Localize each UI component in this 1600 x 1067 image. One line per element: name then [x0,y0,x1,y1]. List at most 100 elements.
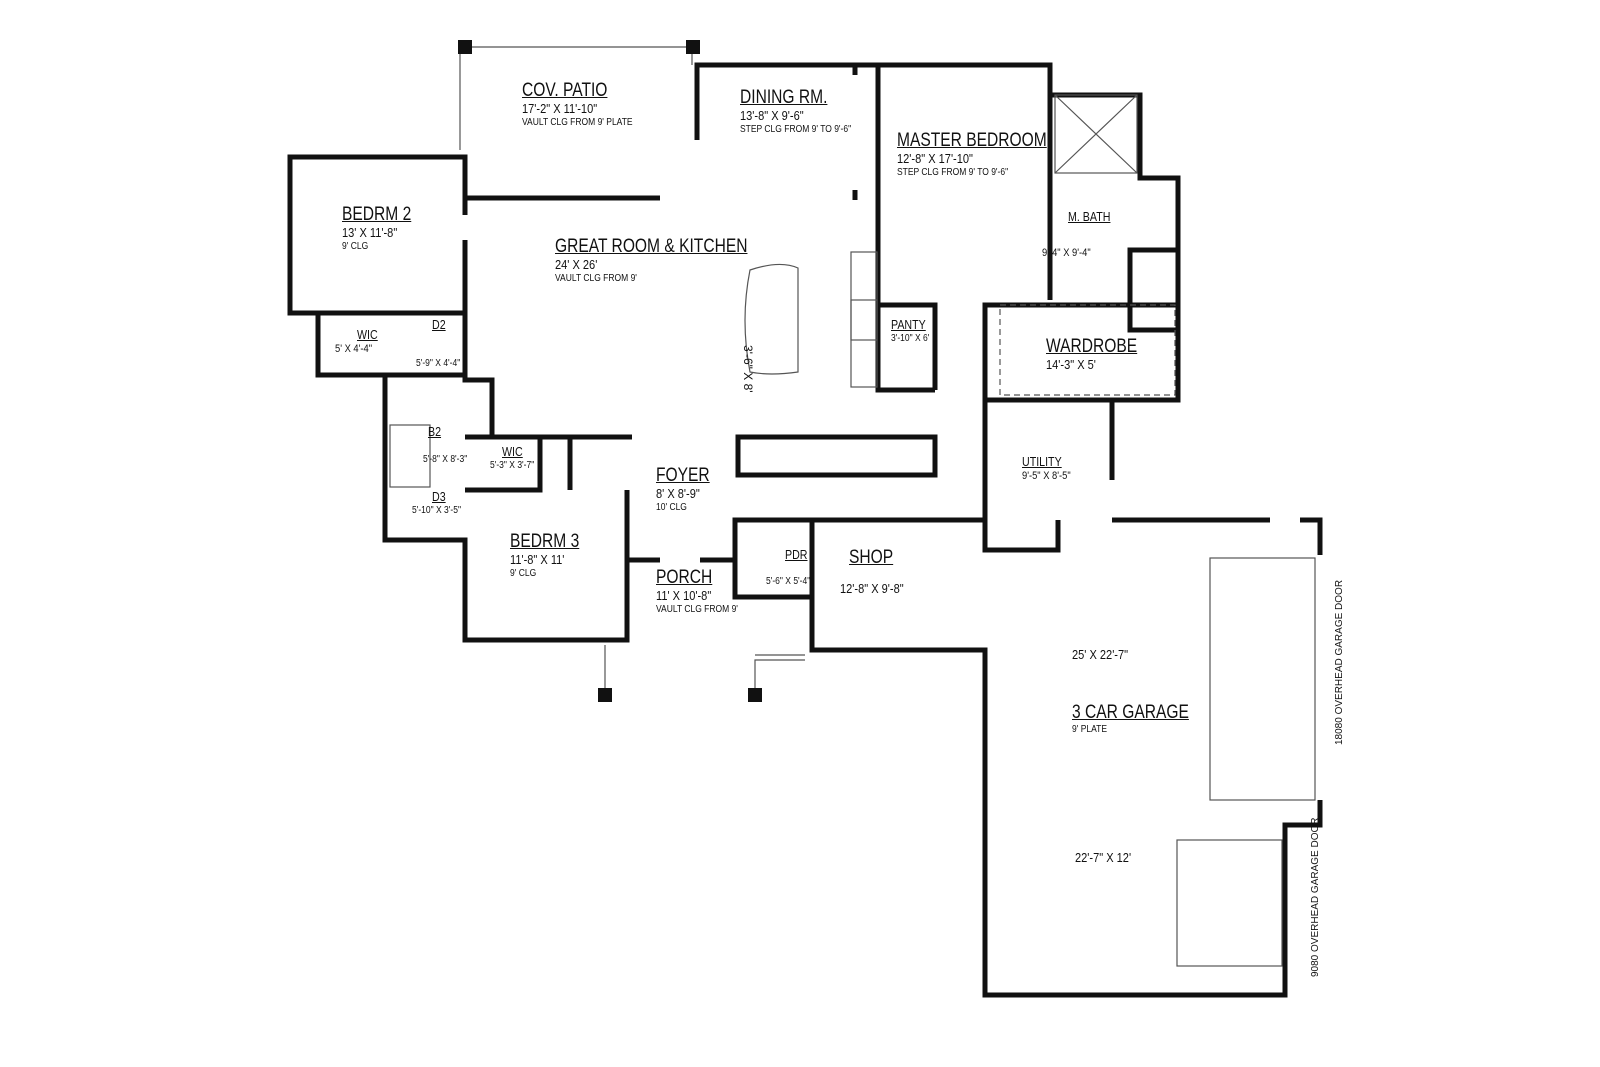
room-wic2: WIC 5'-3" X 3'-7" [490,444,542,471]
room-name: MASTER BEDROOM [897,130,1047,151]
room-dims: 25' X 22'-7" [1072,647,1129,662]
room-dims: 11'-8" X 11' [510,551,565,567]
room-dims: 8' X 8'-9" [656,485,700,501]
room-garage: 3 CAR GARAGE 9' PLATE [1072,702,1215,735]
room-name: WIC [357,327,378,342]
garage-door-1-label: 18080 OVERHEAD GARAGE DOOR [1334,579,1345,745]
room-utility: UTILITY 9'-5" X 8'-5" [1022,454,1079,483]
post [686,40,700,54]
room-name: BEDRM 2 [342,204,412,225]
room-name: 3 CAR GARAGE [1072,702,1189,723]
post [458,40,472,54]
room-panty: PANTY 3'-10" X 6' [891,317,936,344]
room-dims: 12'-8" X 17'-10" [897,150,973,166]
room-shop-dims: 12'-8" X 9'-8" [840,581,915,597]
garage-door-2 [1176,839,1283,967]
room-foyer: FOYER 8' X 8'-9" 10' CLG [656,465,721,513]
room-dims: 13'-8" X 9'-6" [740,107,804,123]
room-name: DINING RM. [740,87,828,108]
room-d2-dims: 5'-9" X 4'-4" [416,358,468,370]
room-wardrobe: WARDROBE 14'-3" X 5' [1046,336,1157,373]
tub [389,424,431,488]
room-name: D3 [432,489,446,504]
room-dims: 5'-6" X 5'-4" [766,576,811,587]
post [748,688,762,702]
room-great-room: GREAT ROOM & KITCHEN 24' X 26' VAULT CLG… [555,236,790,284]
garage-door-2-label: 9080 OVERHEAD GARAGE DOOR [1310,817,1321,978]
room-note: VAULT CLG FROM 9' [656,603,738,615]
room-name: WARDROBE [1046,336,1138,357]
room-pdr-dims: 5'-6" X 5'-4" [766,576,818,588]
room-dims: 3'-10" X 6' [891,332,930,344]
room-dims: 11' X 10'-8" [656,587,712,603]
wall-great-left [462,240,495,437]
wall-shop-garage [809,517,1323,998]
room-porch: PORCH 11' X 10'-8" VAULT CLG FROM 9' [656,567,752,615]
garage-dims-main: 25' X 22'-7" [1072,647,1138,663]
room-note: 10' CLG [656,501,687,513]
room-name: UTILITY [1022,454,1062,469]
room-master-bedroom: MASTER BEDROOM 12'-8" X 17'-10" STEP CLG… [897,130,1080,178]
garage-dims-bay: 22'-7" X 12' [1075,850,1141,866]
wall-mbath [1047,95,1181,333]
room-note: VAULT CLG FROM 9' [555,272,637,284]
room-name: SHOP [849,547,894,568]
wall-foyer [624,490,735,563]
room-dims: 5'-3" X 3'-7" [490,459,535,471]
range [850,299,878,341]
room-dims: 9'-4" X 9'-4" [1042,247,1091,259]
room-cov-patio: COV. PATIO 17'-2" X 11'-10" VAULT CLG FR… [522,80,652,128]
wall-utility [982,400,1115,553]
room-dims: 14'-3" X 5' [1046,356,1096,372]
wall-kitchen-counter [735,434,938,478]
room-d2: D2 [432,317,449,333]
wall-wic2 [465,434,632,493]
room-bedrm2: BEDRM 2 13' X 11'-8" 9' CLG [342,204,426,252]
room-note: 9' CLG [342,240,369,252]
wall-master-left [875,65,935,393]
room-dims: 13' X 11'-8" [342,224,398,240]
room-note: STEP CLG FROM 9' TO 9'-6" [897,166,1009,178]
room-shop: SHOP [849,547,903,569]
wall-panty [880,302,938,390]
room-dims: 9'-5" X 8'-5" [1022,469,1071,482]
room-dims: 12'-8" X 9'-8" [840,581,904,596]
room-name: FOYER [656,465,710,486]
room-note: 9' PLATE [1072,723,1108,735]
room-name: COV. PATIO [522,80,608,101]
room-name: D2 [432,317,446,332]
room-name: PANTY [891,317,926,332]
room-dims: 5' X 4'-4" [335,342,373,355]
room-wic1: WIC 5' X 4'-4" [335,327,382,356]
room-name: B2 [428,424,442,439]
room-dining: DINING RM. 13'-8" X 9'-6" STEP CLG FROM … [740,87,871,135]
room-note: STEP CLG FROM 9' TO 9'-6" [740,123,852,135]
room-note: 9' CLG [510,567,537,579]
mbath-shower [1054,94,1138,174]
room-dims: 24' X 26' [555,256,598,272]
room-bedrm3: BEDRM 3 11'-8" X 11' 9' CLG [510,531,594,579]
counter-left [850,251,878,388]
wall-bedrm2 [287,154,630,643]
garage-door-1 [1209,557,1316,801]
room-d3: D3 5'-10" X 3'-5" [412,489,470,516]
island-dims: 3'-6" X 8' [741,345,755,393]
room-name: PORCH [656,567,713,588]
room-dims: 17'-2" X 11'-10" [522,100,598,116]
room-b2-dims: 5'-8" X 8'-3" [423,454,475,466]
room-note: VAULT CLG FROM 9' PLATE [522,116,633,128]
room-name: WIC [502,444,523,459]
room-dims: 22'-7" X 12' [1075,850,1132,865]
room-b2: B2 [428,424,444,440]
room-name: M. BATH [1068,209,1111,224]
island [744,263,799,375]
room-dims: 5'-8" X 8'-3" [423,454,468,465]
porch-outline [604,645,805,695]
wall-bed-divider [318,310,465,378]
post [598,688,612,702]
room-pdr: PDR [785,547,812,563]
room-master-bath: M. BATH [1068,209,1120,225]
room-dims: 5'-10" X 3'-5" [412,504,461,516]
